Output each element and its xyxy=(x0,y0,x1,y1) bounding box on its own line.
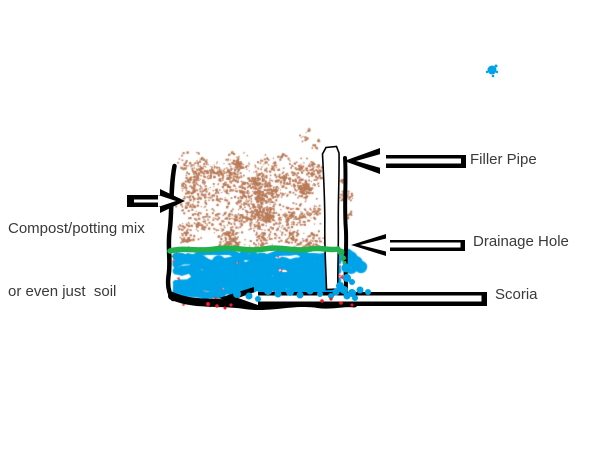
filler-pipe-shape xyxy=(321,145,340,291)
scoria-label: Scoria xyxy=(495,286,538,303)
filler-pipe-label: Filler Pipe xyxy=(470,151,537,168)
overpaint-speckles xyxy=(206,263,371,310)
drainage-hole-label: Drainage Hole xyxy=(473,233,569,250)
soil-surface-end-blob xyxy=(337,248,347,265)
compost-label: Compost/potting mix or even just soil xyxy=(8,176,145,344)
compost-arrow xyxy=(127,189,185,213)
compost-label-line1: Compost/potting mix xyxy=(8,220,145,237)
filler-pipe-arrow xyxy=(344,148,466,174)
compost-label-line2: or even just soil xyxy=(8,283,117,300)
soil-surface-line xyxy=(167,245,341,254)
stray-paint-dot xyxy=(485,64,499,78)
container-left-wall xyxy=(165,163,177,302)
drainage-hole-arrow xyxy=(351,234,465,256)
